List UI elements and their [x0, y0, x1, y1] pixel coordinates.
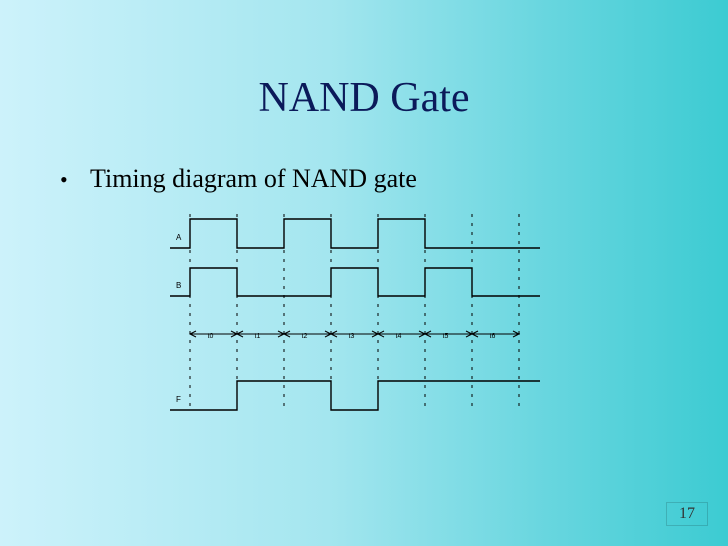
time-label: t6: [490, 333, 496, 340]
time-label: t5: [443, 333, 449, 340]
time-label: t3: [349, 333, 355, 340]
time-label: t0: [208, 333, 214, 340]
time-label: t2: [302, 333, 308, 340]
signal-label: A: [176, 233, 182, 242]
bullet-dot-icon: •: [60, 167, 68, 192]
bullet-text: Timing diagram of NAND gate: [90, 164, 417, 193]
time-label: t1: [255, 333, 261, 340]
bullet-item: • Timing diagram of NAND gate: [60, 164, 417, 195]
time-label: t4: [396, 333, 402, 340]
signal-label: F: [176, 395, 181, 404]
waveform-b: [170, 267, 540, 297]
axis-arrow-icon: [470, 330, 521, 338]
waveform-a: [170, 218, 540, 249]
waveform-f: [170, 380, 540, 411]
slide-title: NAND Gate: [258, 75, 470, 121]
page-number: 17: [666, 502, 708, 526]
signal-label: B: [176, 281, 181, 290]
